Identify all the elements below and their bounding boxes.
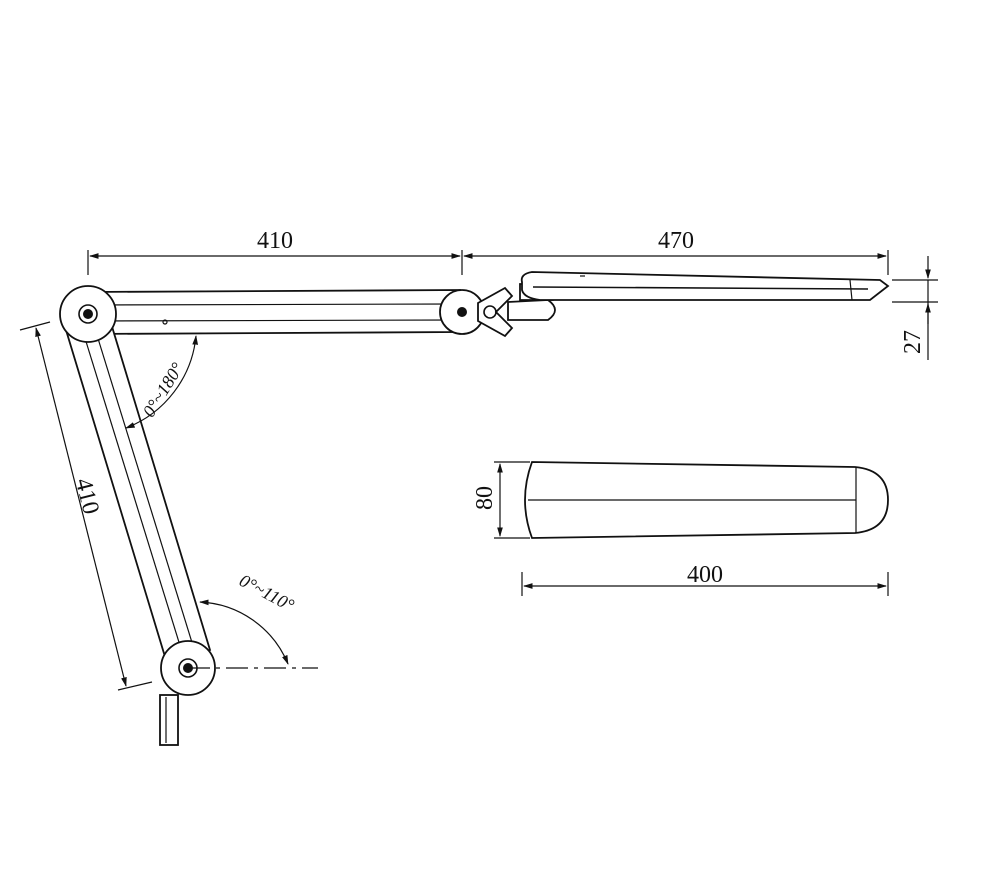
top-dimension-lines — [87, 250, 889, 275]
head-width-dimension — [494, 461, 530, 539]
base-angle-arc — [199, 599, 289, 665]
head-thickness-label: 27 — [900, 330, 926, 354]
lower-arm-dimension — [19, 321, 153, 691]
upper-arm-length-label: 410 — [257, 228, 293, 254]
elbow-angle-label: 0°~180° — [138, 359, 187, 421]
lower-arm-length-label: 410 — [70, 476, 104, 517]
head-top-length-dimension — [521, 572, 889, 596]
elbow-angle-arc — [125, 335, 199, 429]
head-joint — [439, 283, 556, 338]
head-top-length-label: 400 — [687, 562, 723, 588]
head-length-label: 470 — [658, 228, 694, 254]
base-angle-label: 0°~110° — [236, 570, 297, 615]
head-thickness-dimension — [892, 256, 938, 360]
head-width-label: 80 — [472, 486, 498, 510]
lamp-head-side — [520, 271, 890, 301]
lamp-head-top — [524, 461, 889, 539]
elbow-joint — [59, 285, 117, 343]
mounting-post — [159, 694, 179, 746]
upper-arm — [87, 289, 461, 335]
